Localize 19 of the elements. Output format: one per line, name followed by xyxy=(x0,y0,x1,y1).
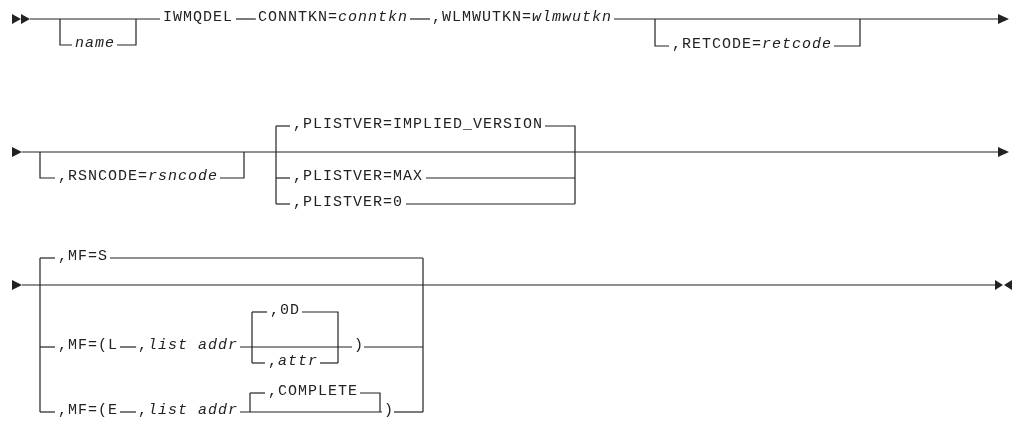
syntax-option: name xyxy=(75,36,115,52)
syntax-option: ,attr xyxy=(268,354,319,370)
syntax-option: ,list addr xyxy=(138,403,239,419)
syntax-option: ,0D xyxy=(270,303,300,319)
syntax-option: ,MF=S xyxy=(58,249,108,265)
syntax-option: CONNTKN=conntkn xyxy=(258,10,409,26)
syntax-option: ,RETCODE=retcode xyxy=(672,37,833,53)
syntax-option: ) xyxy=(384,403,394,419)
syntax-option: ,list addr xyxy=(138,338,239,354)
syntax-option: ,MF=(E xyxy=(58,403,118,419)
syntax-option: ) xyxy=(354,338,364,354)
syntax-option: ,MF=(L xyxy=(58,338,118,354)
syntax-option: ,PLISTVER=0 xyxy=(293,195,404,211)
syntax-option: ,WLMWUTKN=wlmwutkn xyxy=(432,10,613,26)
syntax-option: ,RSNCODE=rsncode xyxy=(58,169,219,185)
syntax-option: IWMQDEL xyxy=(163,10,233,26)
syntax-option: ,PLISTVER=IMPLIED_VERSION xyxy=(293,117,544,133)
syntax-option: ,COMPLETE xyxy=(268,384,358,400)
syntax-option: ,PLISTVER=MAX xyxy=(293,169,424,185)
